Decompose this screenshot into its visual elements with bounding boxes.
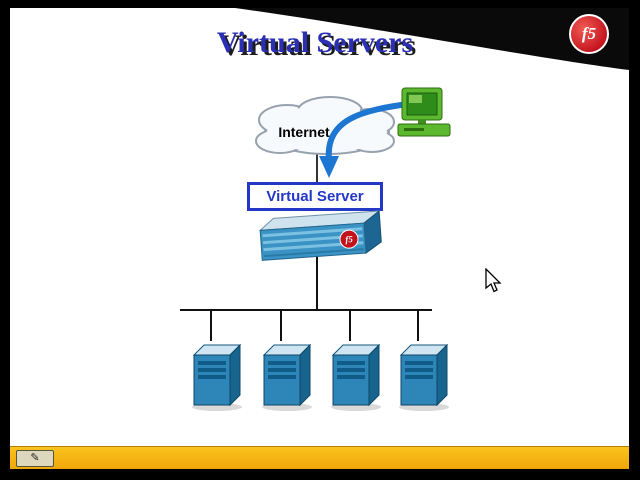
traffic-arrow-icon [319,101,411,178]
client-computer-icon [397,87,451,137]
f5-logo: f5 [569,14,609,54]
server-tower-1 [192,343,242,411]
mouse-cursor-icon [485,268,502,293]
virtual-server-label: Virtual Server [266,188,364,205]
slide-title: Virtual Servers [216,26,414,59]
bigip-appliance-icon: f5 [258,210,382,261]
cloud-to-virtualserver-line [316,148,318,184]
appliance-to-bus-line [316,256,318,310]
appliance-f5-ball [339,229,359,249]
server-bus-line [180,309,432,311]
virtual-server-box: Virtual Server [247,182,383,211]
bus-stub-3 [349,309,351,341]
bus-stub-2 [280,309,282,341]
server-tower-2 [262,343,312,411]
bus-stub-4 [417,309,419,341]
f5-logo-text: f5 [581,24,597,43]
presentation-slide: Virtual Servers f5 Intern [10,8,629,469]
server-tower-3 [331,343,381,411]
server-tower-4 [399,343,449,411]
bus-stub-1 [210,309,212,341]
pen-tool-button[interactable]: ✎ [16,450,54,467]
annotation-bar: ✎ [10,446,629,469]
appliance-f5-text: f5 [345,234,354,245]
pencil-icon: ✎ [30,452,40,464]
internet-cloud-label: Internet [278,124,330,140]
swoosh-decoration [235,8,629,70]
